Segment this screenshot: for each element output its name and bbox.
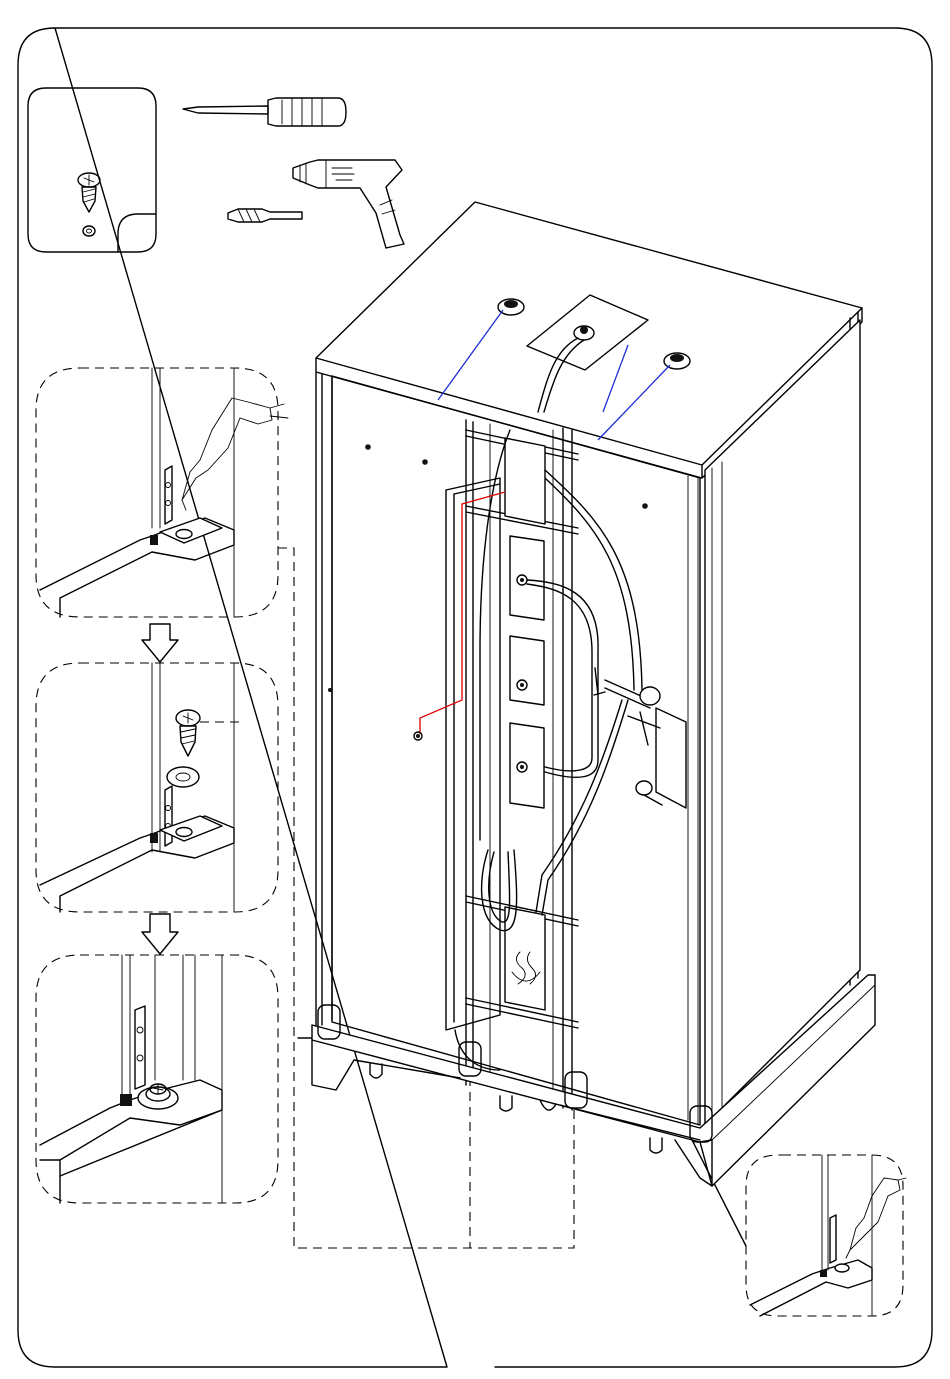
- washer-icon: [167, 767, 199, 787]
- detail-corner-drill: [746, 1155, 906, 1316]
- screw-icon: [78, 173, 100, 212]
- shower-cabinet: [312, 202, 875, 1186]
- drill-icon: [293, 160, 404, 248]
- detail-screw-and-washer: [36, 663, 278, 912]
- washer-icon: [83, 226, 95, 236]
- wire-red: [420, 492, 505, 734]
- arrow-down-icon: [142, 624, 178, 662]
- drill-bit-icon: [228, 209, 302, 222]
- screw-icon: [176, 710, 200, 756]
- hardware-panel: [28, 88, 156, 252]
- detail-fastened: [36, 955, 278, 1203]
- screwdriver-icon: [183, 98, 346, 126]
- arrow-down-icon: [142, 914, 178, 954]
- detail-drill: [36, 368, 288, 617]
- drill-icon: [182, 398, 288, 510]
